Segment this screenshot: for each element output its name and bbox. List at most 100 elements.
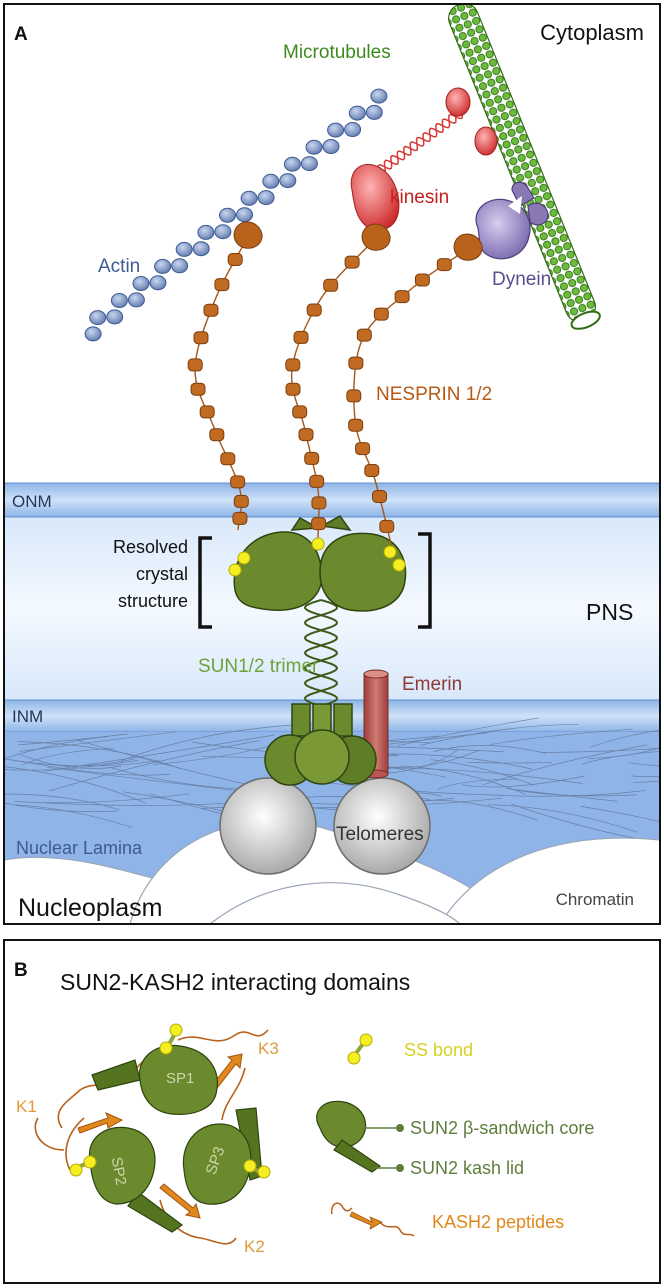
panel-a-letter: A — [14, 24, 28, 45]
inner-nuclear-membrane — [4, 699, 660, 733]
nesprin-repeat — [199, 405, 215, 419]
nesprin-repeat — [304, 451, 320, 465]
inm-label: INM — [12, 707, 43, 726]
onm-label: ONM — [12, 492, 52, 511]
lamin-fiber — [44, 734, 275, 772]
nesprin-repeat — [355, 442, 371, 456]
lamin-fiber — [487, 804, 638, 833]
nesprin-repeat — [311, 496, 327, 510]
lamin-fiber — [631, 775, 660, 777]
panel-b: B SUN2-KASH2 interacting domains SP1 SP2… — [3, 939, 661, 1284]
lamin-fiber — [633, 780, 660, 783]
lamin-fiber — [489, 728, 633, 746]
actin-monomer — [219, 207, 236, 223]
emerin-label: Emerin — [402, 674, 462, 695]
nesprin-repeat — [232, 511, 248, 525]
nesprin-repeat — [187, 358, 203, 372]
resolved-label-line1: Resolved — [113, 537, 188, 557]
sun2-domains — [88, 1044, 263, 1233]
actin-monomer — [154, 258, 172, 274]
nesprin-repeat — [203, 303, 219, 317]
nesprin-ch-domain — [233, 221, 263, 249]
actin-monomer — [344, 122, 362, 137]
actin-monomer — [110, 293, 128, 308]
kinesin-motor — [350, 87, 498, 231]
panel-b-legend — [316, 1033, 415, 1237]
sun-head-domains — [233, 515, 407, 612]
nesprin-ch-domain — [453, 233, 483, 261]
actin-filament — [84, 88, 388, 342]
actin-monomer — [348, 105, 366, 121]
lamin-fiber — [46, 766, 258, 794]
lamin-fiber — [4, 793, 120, 811]
lamin-fiber — [20, 754, 122, 769]
nesprin-repeat — [348, 356, 364, 370]
nesprin-repeat — [311, 517, 327, 531]
cytoplasm-label: Cytoplasm — [540, 20, 644, 45]
dynein-label: Dynein — [492, 269, 551, 290]
nesprin-repeat — [209, 428, 225, 442]
actin-monomer — [370, 88, 388, 104]
dynein-motor — [475, 181, 549, 260]
actin-monomer — [322, 139, 340, 154]
actin-monomer — [257, 190, 275, 206]
actin-monomer — [236, 207, 253, 223]
actin-monomer — [305, 139, 323, 155]
legend-core-label: SUN2 β-sandwich core — [410, 1118, 594, 1138]
lamin-fiber — [4, 802, 118, 813]
nesprin-repeat — [193, 331, 209, 345]
lamin-fiber — [420, 723, 579, 746]
actin-monomer — [132, 276, 150, 291]
actin-monomer — [106, 309, 124, 325]
lamin-fiber — [48, 740, 260, 792]
lamin-fiber — [396, 717, 539, 747]
sp1-label: SP1 — [166, 1070, 194, 1087]
actin-monomer — [300, 156, 318, 172]
k3-label: K3 — [258, 1039, 279, 1058]
actin-monomer — [214, 224, 232, 240]
lamin-fiber — [4, 736, 109, 760]
lamin-fiber — [513, 789, 638, 797]
lamin-fiber — [4, 766, 147, 804]
lamin-fiber — [541, 747, 660, 753]
lamin-fiber — [4, 759, 139, 771]
nesprin-repeat — [292, 405, 308, 419]
k1-label: K1 — [16, 1097, 37, 1116]
nesprin-repeat — [309, 474, 325, 488]
legend-sun2-domain-icon — [316, 1100, 404, 1173]
ss-bonds-panel-b — [69, 1023, 271, 1179]
microtubules-label: Microtubules — [283, 42, 391, 63]
actin-monomer — [89, 310, 107, 326]
actin-monomer — [84, 326, 102, 342]
nesprin-repeat — [227, 253, 243, 266]
legend-lid-label: SUN2 kash lid — [410, 1158, 524, 1178]
ss-bonds-panel-a — [228, 537, 406, 577]
legend-kash-label: KASH2 peptides — [432, 1212, 564, 1232]
legend-ss-bond-icon — [347, 1033, 373, 1065]
sp2-label: SP2 — [108, 1156, 130, 1187]
actin-monomer — [279, 173, 297, 189]
lamin-fiber — [22, 747, 115, 766]
nesprin-repeat — [372, 490, 387, 503]
nesprin-repeat — [346, 389, 362, 403]
actin-monomer — [171, 258, 189, 274]
nesprin-repeat — [220, 452, 236, 466]
actin-monomer — [240, 190, 258, 206]
lamin-fiber — [581, 750, 660, 765]
actin-monomer — [283, 156, 301, 172]
nesprin-repeat — [364, 464, 380, 477]
panel-a-frame — [3, 3, 661, 925]
nesprin-repeat — [214, 278, 230, 292]
nesprin-repeat — [190, 382, 206, 396]
nesprin-label: NESPRIN 1/2 — [376, 384, 492, 405]
actin-monomer — [365, 104, 383, 120]
nesprin-repeat — [306, 303, 322, 317]
lamin-fiber — [14, 793, 190, 804]
resolved-label-line3: structure — [118, 591, 188, 611]
kinesin-label: kinesin — [390, 187, 449, 208]
actin-monomer — [127, 292, 145, 308]
nesprin-repeat — [436, 258, 452, 272]
nesprin-repeat — [285, 358, 301, 372]
panel-a: A Cytoplasm Microtubules Actin kinesin D… — [3, 3, 661, 925]
nesprin-repeat — [230, 475, 246, 489]
